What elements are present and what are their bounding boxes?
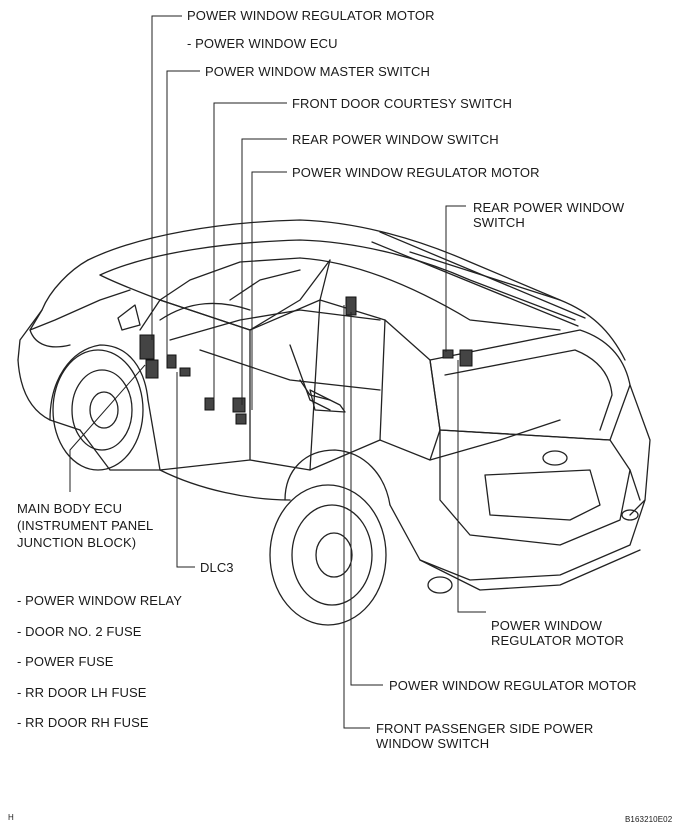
main-body-ecu-label: MAIN BODY ECU (INSTRUMENT PANEL JUNCTION… [17, 500, 153, 551]
passenger-switch-line1: FRONT PASSENGER SIDE POWER [376, 721, 594, 736]
master-switch-label: POWER WINDOW MASTER SWITCH [205, 64, 431, 79]
rear-switch-left-label: REAR POWER WINDOW SWITCH [292, 132, 499, 147]
passenger-switch-label: FRONT PASSENGER SIDE POWER WINDOW SWITCH [376, 721, 593, 751]
corner-letter: H [8, 813, 14, 822]
regulator-motor-right-rear-line2: REGULATOR MOTOR [491, 633, 624, 648]
power-fuse-label: - POWER FUSE [17, 654, 114, 669]
top-regulator-motor-label: POWER WINDOW REGULATOR MOTOR [187, 8, 435, 23]
rear-switch-right-label: REAR POWER WINDOW SWITCH [473, 200, 624, 230]
relay-label: - POWER WINDOW RELAY [17, 593, 182, 608]
leader-lines [69, 15, 486, 729]
rear-switch-right-line2: SWITCH [473, 215, 525, 230]
dlc3-label: DLC3 [200, 560, 234, 575]
regulator-motor-front-passenger-label: POWER WINDOW REGULATOR MOTOR [389, 678, 637, 693]
power-window-ecu-label: - POWER WINDOW ECU [187, 36, 338, 51]
main-body-ecu-line3: JUNCTION BLOCK) [17, 535, 137, 550]
regulator-motor-left-rear-label: POWER WINDOW REGULATOR MOTOR [292, 165, 540, 180]
rr-lh-fuse-label: - RR DOOR LH FUSE [17, 685, 147, 700]
rear-switch-right-line1: REAR POWER WINDOW [473, 200, 625, 215]
main-body-ecu-line2: (INSTRUMENT PANEL [17, 518, 154, 533]
regulator-motor-right-rear-label: POWER WINDOW REGULATOR MOTOR [491, 618, 624, 648]
rr-rh-fuse-label: - RR DOOR RH FUSE [17, 715, 149, 730]
main-body-ecu-line1: MAIN BODY ECU [17, 501, 123, 516]
courtesy-switch-label: FRONT DOOR COURTESY SWITCH [292, 96, 513, 111]
figure-code: B163210E02 [625, 815, 673, 824]
door-fuse-label: - DOOR NO. 2 FUSE [17, 624, 142, 639]
regulator-motor-right-rear-line1: POWER WINDOW [491, 618, 602, 633]
vehicle-outline [17, 219, 651, 626]
component-parts [139, 296, 473, 425]
passenger-switch-line2: WINDOW SWITCH [376, 736, 490, 751]
